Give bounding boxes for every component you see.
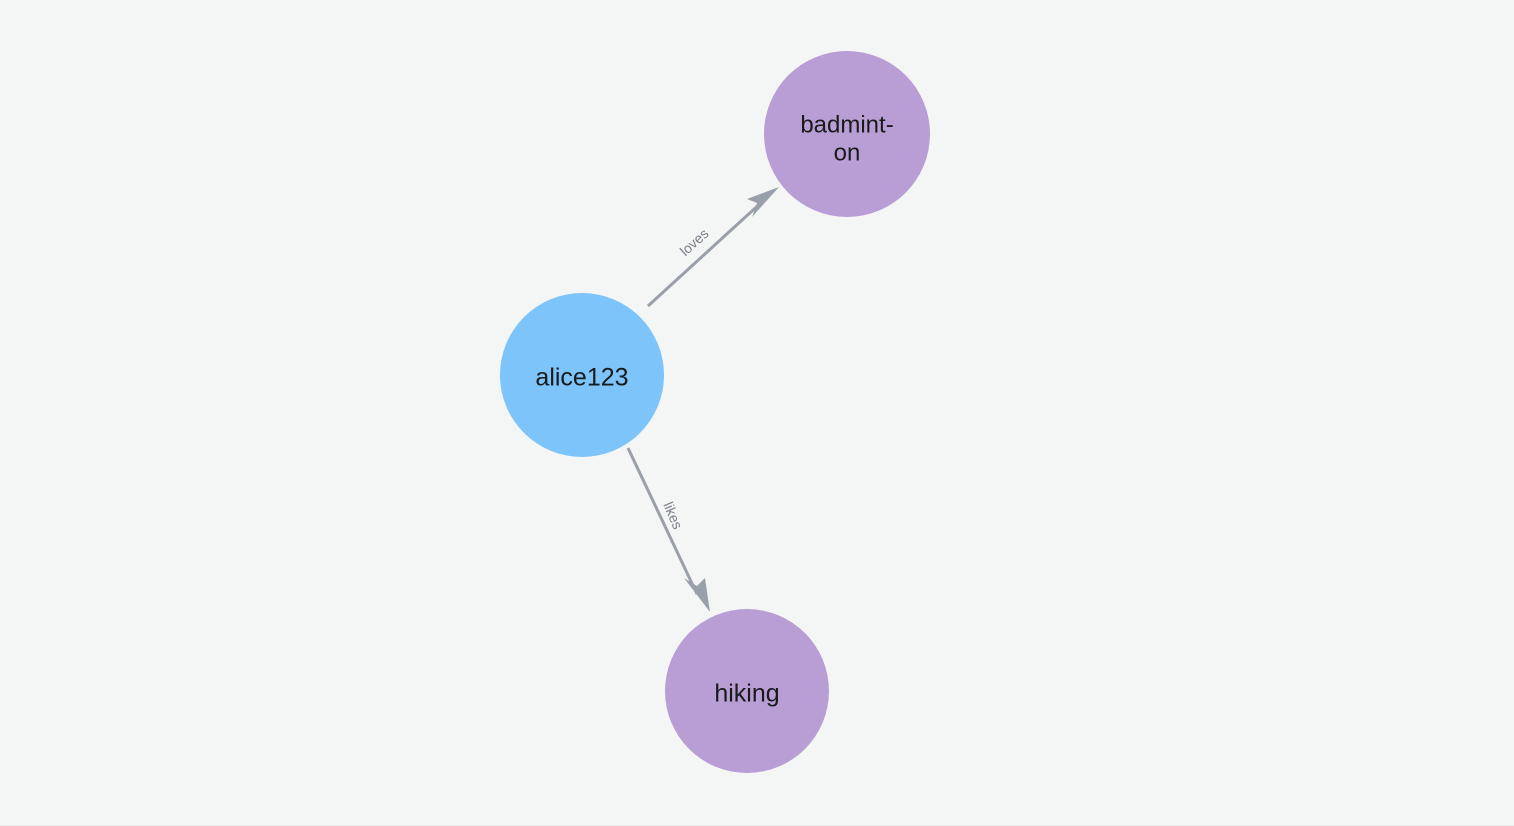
edge-alice123-loves-badminton[interactable]: loves (646, 187, 779, 308)
edge-arrowhead (684, 578, 710, 612)
edge-arrowhead (747, 187, 779, 217)
node-alice123[interactable]: alice123 (500, 293, 664, 457)
node-badminton[interactable]: badmint- on (764, 51, 930, 217)
node-circle[interactable] (764, 51, 930, 217)
node-circle[interactable] (665, 609, 829, 773)
node-group: alice123 badmint- on hiking (500, 51, 930, 773)
node-circle[interactable] (500, 293, 664, 457)
edge-line[interactable] (626, 447, 699, 595)
edge-alice123-likes-hiking[interactable]: likes (626, 447, 710, 612)
node-hiking[interactable]: hiking (665, 609, 829, 773)
edge-line[interactable] (646, 198, 766, 308)
